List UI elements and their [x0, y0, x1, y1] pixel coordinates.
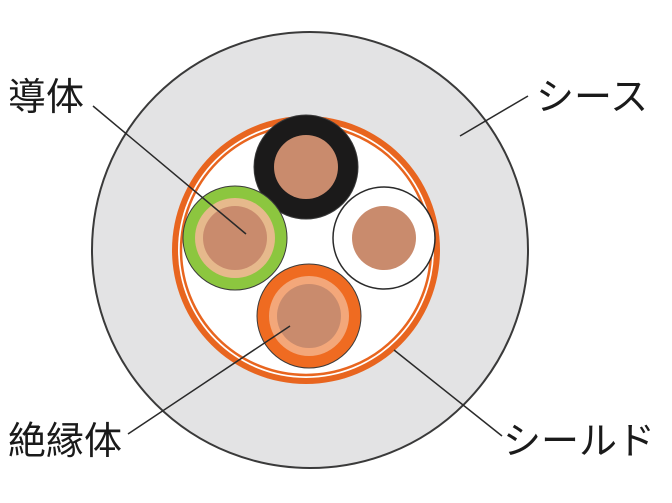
label-conductor: 導体	[8, 75, 84, 119]
conductor-orange-core	[277, 284, 341, 348]
core-orange	[256, 263, 362, 369]
leader-line-shield	[393, 349, 503, 437]
leader-line-insulator	[127, 325, 291, 435]
label-insulator: 絶縁体	[8, 419, 122, 463]
conductor-green-core	[203, 206, 267, 270]
leader-line-sheath	[459, 95, 529, 137]
label-sheath: シース	[536, 75, 648, 119]
conductor-white-core	[352, 206, 416, 270]
core-white	[332, 186, 436, 290]
core-green	[182, 185, 288, 291]
label-shield: シールド	[503, 419, 655, 463]
core-black	[253, 114, 359, 220]
leader-line-conductor	[92, 105, 247, 235]
conductor-black-core	[274, 135, 338, 199]
